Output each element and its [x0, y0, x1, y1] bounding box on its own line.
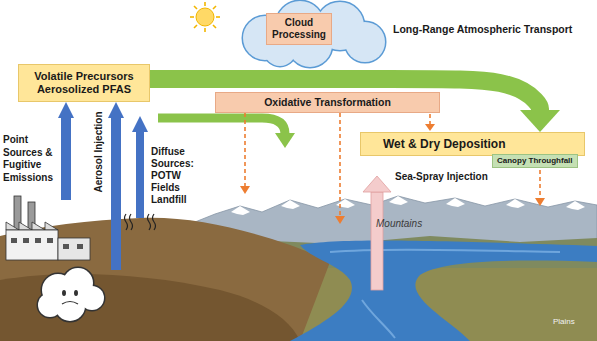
window	[23, 238, 29, 243]
region-label: Plains	[553, 317, 575, 327]
arrow-head	[58, 102, 74, 118]
sun	[196, 8, 214, 26]
factory-roof	[6, 222, 58, 230]
arrow-shaft	[158, 118, 285, 134]
snow-cap	[231, 206, 250, 215]
source-label: Point Sources & Fugitive Emissions	[3, 134, 57, 184]
snow-cap	[506, 199, 525, 208]
arrow-head	[132, 116, 148, 132]
snow-cap	[336, 199, 355, 208]
squiggle	[130, 214, 133, 230]
arrow-head	[275, 133, 295, 148]
sea-spray-arrow	[363, 176, 391, 290]
brown-hills	[0, 218, 330, 341]
source-label: Aerosol Injection	[93, 111, 105, 192]
window	[35, 238, 41, 243]
river-highlight	[362, 300, 395, 338]
arrow-head	[535, 198, 545, 206]
process-band: Oxidative Transformation	[215, 92, 440, 113]
snow-cap	[446, 198, 465, 207]
window	[47, 238, 53, 243]
squiggle	[148, 214, 151, 230]
region-label: Mountains	[376, 218, 422, 230]
arrow-shaft	[61, 118, 71, 200]
transport-arrow	[150, 79, 560, 132]
blue-arrow	[58, 102, 74, 200]
dashed-line	[339, 113, 341, 216]
squiggle	[153, 214, 156, 230]
node-text: Volatile Precursors Aerosolized PFAS	[23, 70, 145, 96]
factory-building	[58, 238, 90, 260]
window	[11, 238, 17, 243]
node-text: Cloud Processing	[270, 17, 328, 41]
node-text: Wet & Dry Deposition	[383, 137, 578, 151]
river-highlight	[330, 250, 560, 252]
window	[63, 244, 69, 249]
river	[290, 241, 597, 341]
factory-icon	[6, 196, 90, 260]
snow-cap	[389, 196, 408, 205]
source-label: Diffuse Sources: POTW Fields Landfill	[151, 146, 203, 206]
transport-label: Long-Range Atmospheric Transport	[393, 23, 572, 36]
process-box: Cloud Processing	[266, 13, 332, 45]
arrow-head	[425, 124, 435, 131]
snow-caps	[231, 196, 585, 215]
blue-arrow	[132, 116, 148, 218]
snow-cap	[566, 201, 585, 210]
diffuse-squiggles	[125, 214, 156, 230]
puff-eye	[62, 290, 66, 296]
squiggle	[125, 214, 128, 230]
factory-building	[6, 230, 58, 260]
arrow-head	[335, 216, 345, 224]
aerosol-puff	[38, 268, 104, 321]
sun-icon	[190, 2, 220, 32]
node-text: Oxidative Transformation	[220, 96, 435, 109]
source-box: Volatile Precursors Aerosolized PFAS	[18, 64, 150, 102]
node-text: Canopy Throughfall	[497, 156, 573, 166]
hill-shade	[0, 274, 300, 341]
snow-cap	[281, 200, 300, 209]
deposition-band: Wet & Dry Deposition	[360, 132, 585, 156]
arrow-head	[240, 186, 250, 194]
process-label: Sea-Spray Injection	[395, 171, 488, 183]
dashed-line	[244, 113, 246, 186]
blue-arrow	[108, 102, 124, 270]
deposition-arrow	[158, 118, 295, 148]
cloud-shape	[243, 1, 385, 67]
arrow-head	[363, 176, 391, 192]
puff-eye	[74, 290, 78, 296]
arrow-shaft	[111, 118, 121, 270]
puff-mouth	[62, 302, 78, 305]
arrow-shaft	[371, 192, 383, 290]
arrow-head	[520, 110, 560, 132]
dashed-line	[429, 114, 431, 124]
window	[77, 244, 83, 249]
arrow-head	[108, 102, 124, 118]
canopy-box: Canopy Throughfall	[492, 154, 578, 168]
dashed-line	[539, 170, 541, 198]
factory-windows	[11, 238, 83, 249]
arrow-shaft	[136, 132, 144, 218]
